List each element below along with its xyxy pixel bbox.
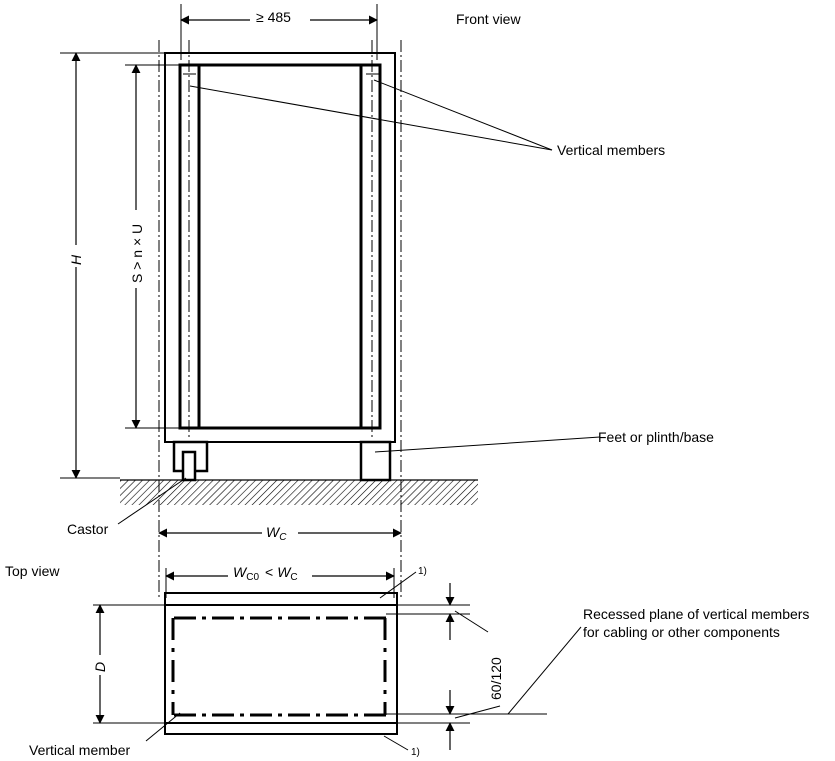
space-label: S > n × U <box>129 224 145 283</box>
vertical-members-label: Vertical members <box>557 142 665 158</box>
min-width-dimension: ≥ 485 <box>180 4 378 60</box>
plinth-foot <box>359 440 392 482</box>
vertical-member-label: Vertical member <box>29 742 130 758</box>
castor-label: Castor <box>67 521 109 537</box>
cabinet-width-dimension: WC <box>158 519 402 543</box>
footnote-marker-bottom: 1) <box>411 747 420 758</box>
vertical-members-leaders <box>189 79 553 151</box>
height-dimension: H <box>60 52 165 479</box>
recess-label: 60/120 <box>488 657 504 700</box>
recess-dimension: 60/120 <box>386 583 547 750</box>
min-width-label: ≥ 485 <box>256 9 291 25</box>
inner-width-label: WC0<WC <box>233 564 298 583</box>
cabinet-width-label: WC <box>266 524 287 543</box>
front-view-title: Front view <box>456 11 521 27</box>
recessed-plane-leader <box>507 626 582 715</box>
height-label: H <box>68 254 84 265</box>
footnote-marker-top: 1) <box>418 566 427 577</box>
space-dimension: S > n × U <box>125 64 180 429</box>
castor-leader <box>117 477 187 525</box>
depth-label: D <box>92 662 108 672</box>
cabinet-front <box>164 52 396 443</box>
feet-leader <box>374 436 601 453</box>
castor <box>172 440 209 482</box>
vertical-member-leader <box>145 712 181 742</box>
ground-hatch <box>120 480 478 505</box>
top-view-title: Top view <box>5 563 60 579</box>
inner-width-dimension: WC0<WC <box>165 562 395 598</box>
recessed-plane-label-line2: for cabling or other components <box>583 624 780 640</box>
vertical-member-centrelines <box>183 40 379 440</box>
feet-label: Feet or plinth/base <box>598 429 714 445</box>
footnote-leader-bottom <box>383 735 409 751</box>
depth-dimension: D <box>90 604 165 724</box>
width-extent-lines <box>158 40 402 600</box>
cabinet-top <box>164 592 398 735</box>
recessed-plane-label-line1: Recessed plane of vertical members <box>583 606 809 622</box>
